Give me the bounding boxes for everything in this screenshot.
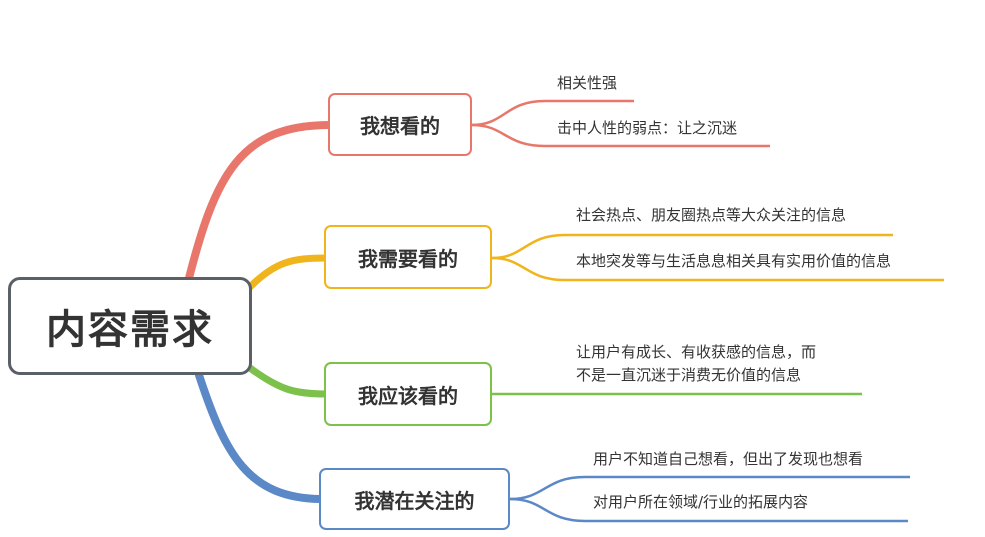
leaf-topic[interactable]: 相关性强 [557, 74, 618, 92]
leaf-topic[interactable]: 对用户所在领域/行业的拓展内容 [593, 493, 809, 511]
leaf-topic[interactable]: 用户不知道自己想看，但出了发现也想看 [593, 450, 864, 468]
leaf-topic[interactable]: 社会热点、朋友圈热点等大众关注的信息 [576, 206, 847, 224]
connector-branch-2-leaf-1 [491, 233, 893, 260]
connector-branch-2-leaf-2 [491, 256, 944, 282]
branch-topic-want-to-see[interactable]: 我想看的 [328, 93, 472, 156]
branch-topic-should-see[interactable]: 我应该看的 [324, 362, 492, 426]
connector-branch-4-leaf-1 [509, 475, 910, 501]
branch-topic-need-to-see[interactable]: 我需要看的 [324, 225, 492, 289]
root-topic[interactable]: 内容需求 [8, 277, 252, 375]
leaf-topic[interactable]: 本地突发等与生活息息相关具有实用价值的信息 [576, 252, 892, 270]
leaf-topic[interactable]: 不是一直沉迷于消费无价值的信息 [576, 366, 802, 384]
connector-root-to-branch-2 [246, 254, 330, 291]
leaf-topic[interactable]: 让用户有成长、有收获感的信息，而 [576, 343, 817, 361]
leaf-topic[interactable]: 击中人性的弱点：让之沉迷 [557, 119, 738, 137]
connector-root-to-branch-1 [184, 121, 334, 286]
branch-topic-potential-interest[interactable]: 我潜在关注的 [319, 468, 510, 530]
connector-branch-4-leaf-2 [509, 497, 908, 523]
connector-root-to-branch-4 [194, 368, 325, 503]
connector-branch-1-leaf-2 [471, 123, 770, 148]
connector-root-to-branch-3 [246, 364, 330, 398]
connector-branch-1-leaf-1 [471, 99, 634, 127]
